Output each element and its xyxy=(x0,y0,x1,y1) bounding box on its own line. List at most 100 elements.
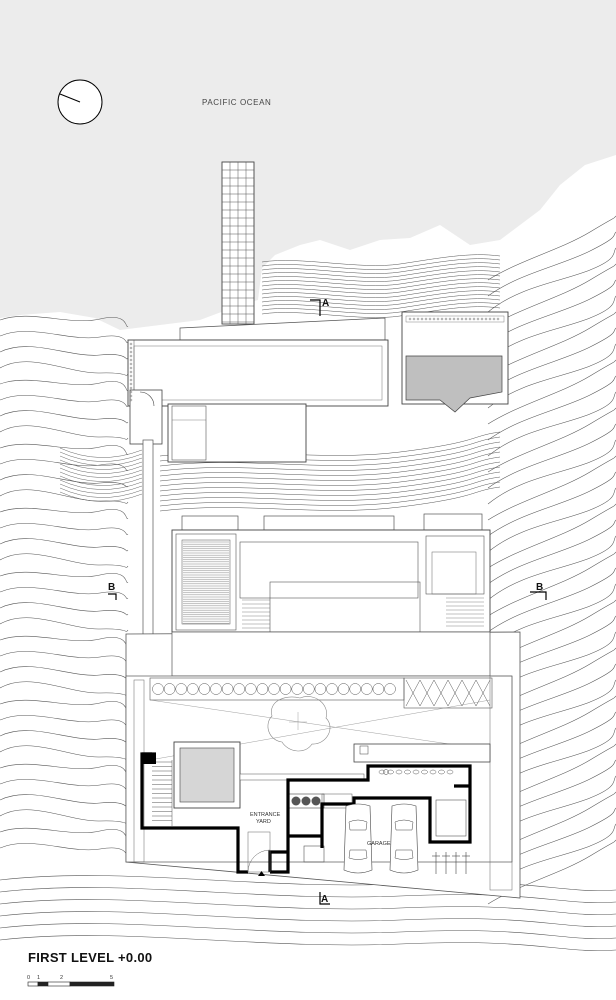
edge-dot xyxy=(472,317,476,321)
edge-dot xyxy=(412,317,416,321)
planter-circle xyxy=(384,683,396,695)
contour-valley xyxy=(59,491,143,502)
contour-middle xyxy=(159,451,501,477)
contour-right xyxy=(487,567,616,633)
contour-right xyxy=(487,359,616,425)
svg-text:A: A xyxy=(321,894,328,905)
svg-text:B: B xyxy=(108,582,115,593)
plan-title: FIRST LEVEL +0.00 xyxy=(28,950,152,965)
contour-left xyxy=(0,587,129,600)
contour-left xyxy=(0,395,129,408)
planter-circle xyxy=(187,683,199,695)
contour-valley xyxy=(59,463,143,474)
contour-right xyxy=(487,295,616,361)
contour-right xyxy=(487,231,616,297)
contour-left xyxy=(0,361,129,376)
contour-right xyxy=(487,343,616,409)
contour-right xyxy=(487,551,616,617)
contour-right xyxy=(487,263,616,329)
edge-dot xyxy=(428,317,432,321)
contour-valley xyxy=(59,467,143,478)
planter-circle xyxy=(210,683,222,695)
scale-tick-1: 1 xyxy=(37,975,40,981)
contour-right xyxy=(487,519,616,585)
contour-left xyxy=(0,794,129,808)
ocean-label: PACIFIC OCEAN xyxy=(202,98,271,107)
contour-right xyxy=(487,423,616,489)
contour-valley xyxy=(59,475,143,486)
contour-upper xyxy=(261,278,501,290)
contour-left xyxy=(0,507,129,519)
edge-dot xyxy=(129,342,133,346)
kitchen-fixtures xyxy=(378,769,454,775)
planter-circles xyxy=(152,683,396,695)
entrance-stairs xyxy=(152,760,173,826)
pool-edge-dots xyxy=(129,317,500,402)
contour-valley xyxy=(59,487,143,498)
edge-dot xyxy=(444,317,448,321)
ocean-area xyxy=(0,0,616,330)
edge-dot xyxy=(492,317,496,321)
contour-right xyxy=(487,311,616,377)
stair-steps xyxy=(242,599,270,629)
contour-left xyxy=(0,379,129,391)
edge-dot xyxy=(440,317,444,321)
contour-right xyxy=(487,375,616,441)
contour-upper xyxy=(261,266,501,278)
contour-bottom xyxy=(0,875,616,891)
edge-dot xyxy=(129,362,133,366)
contour-upper xyxy=(261,306,501,318)
fixture xyxy=(429,769,437,775)
contour-left xyxy=(0,410,129,424)
scale-tick-0: 0 xyxy=(27,975,30,981)
contour-valley xyxy=(59,471,143,482)
contour-left xyxy=(0,443,129,455)
section-mark-a-bottom: A xyxy=(319,892,330,905)
contour-valley xyxy=(59,455,143,466)
contour-bottom xyxy=(0,899,616,915)
edge-dot xyxy=(129,370,133,374)
contour-bottom xyxy=(0,911,616,927)
planter-circle xyxy=(361,683,373,695)
edge-dot xyxy=(129,366,133,370)
planter-circle xyxy=(256,683,269,695)
entrance-yard-label-2: YARD xyxy=(256,819,271,825)
contour-valley xyxy=(59,483,143,494)
contour-right xyxy=(487,471,616,537)
contour-middle xyxy=(159,471,501,497)
planter-circle xyxy=(175,683,187,695)
appliance-icon xyxy=(287,793,325,809)
contour-right xyxy=(487,407,616,473)
contour-bottom xyxy=(0,935,616,951)
edge-dot xyxy=(129,394,133,398)
contour-left xyxy=(0,843,129,856)
contour-right xyxy=(487,503,616,569)
contour-upper xyxy=(261,270,501,282)
planter-circle xyxy=(337,683,350,695)
section-mark-b-left: B xyxy=(108,582,117,600)
planter-circle xyxy=(372,683,385,695)
upper-terrace-block xyxy=(127,317,389,463)
edge-dot xyxy=(496,317,500,321)
edge-dot xyxy=(480,317,484,321)
edge-dot xyxy=(488,317,492,321)
contour-left xyxy=(0,571,129,583)
lower-site xyxy=(125,631,521,899)
contour-right xyxy=(487,487,616,553)
contour-valley xyxy=(59,479,143,490)
contour-left xyxy=(0,617,129,632)
contour-upper xyxy=(261,294,501,306)
contour-left xyxy=(0,315,129,327)
brace xyxy=(419,679,435,707)
contour-left xyxy=(0,666,129,680)
wall-stub-left xyxy=(142,754,156,764)
edge-dot xyxy=(129,382,133,386)
entrance-pool xyxy=(173,741,241,809)
edge-dot xyxy=(452,317,456,321)
fixture xyxy=(378,769,386,775)
contour-valley xyxy=(59,447,143,458)
planter-circle xyxy=(233,683,245,695)
section-mark-a-top: A xyxy=(310,298,329,316)
contour-right xyxy=(487,439,616,505)
edge-dot xyxy=(460,317,464,321)
